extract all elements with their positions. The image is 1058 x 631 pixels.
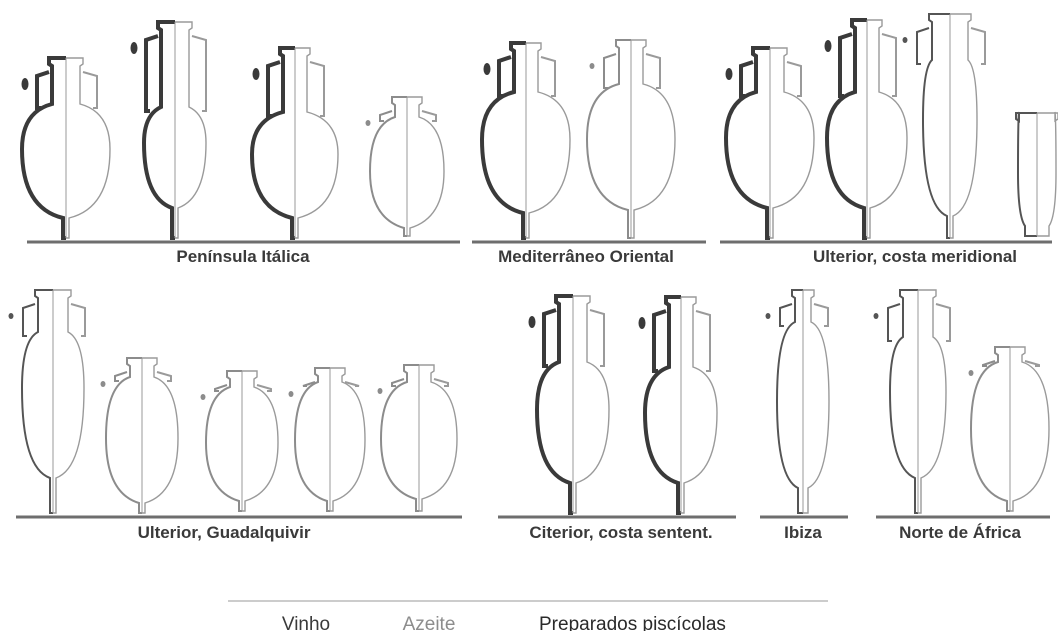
group-label-mediterraneo-oriental: Mediterrâneo Oriental <box>498 247 674 266</box>
amphora-icon <box>726 48 815 238</box>
group-label-ulterior-costa-meridional: Ulterior, costa meridional <box>813 247 1017 266</box>
group-label-ibiza: Ibiza <box>784 523 822 542</box>
amphora-icon <box>131 22 207 238</box>
amphora-icon <box>201 371 279 511</box>
amphora-icon <box>529 296 610 513</box>
group-label-citerior-costa-sentent: Citerior, costa sentent. <box>529 523 712 542</box>
amphora-icon <box>766 290 830 513</box>
amphora-icon <box>9 290 86 513</box>
amphora-icon <box>825 20 908 238</box>
group-label-norte-de-africa: Norte de África <box>899 523 1021 542</box>
amphora-icon <box>639 297 718 513</box>
legend-vinho: Vinho <box>282 614 330 631</box>
amphora-icon <box>1016 112 1058 236</box>
amphora-icon <box>874 290 951 513</box>
legend-preparados-piscicolas: Preparados piscícolas <box>539 614 726 631</box>
amphora-icon <box>22 58 111 238</box>
amphora-icon <box>903 14 986 238</box>
amphora-icon <box>969 347 1050 511</box>
amphora-icon <box>587 40 675 238</box>
amphora-icon <box>289 368 366 511</box>
amphora-icon <box>366 97 445 236</box>
group-label-ulterior-guadalquivir: Ulterior, Guadalquivir <box>138 523 311 542</box>
group-label-peninsula-italica: Península Itálica <box>176 247 310 266</box>
legend-azeite: Azeite <box>403 614 456 631</box>
amphora-icon <box>378 365 458 511</box>
amphora-icon <box>101 358 179 513</box>
amphora-icon <box>482 43 570 238</box>
amphora-icon <box>252 48 338 238</box>
